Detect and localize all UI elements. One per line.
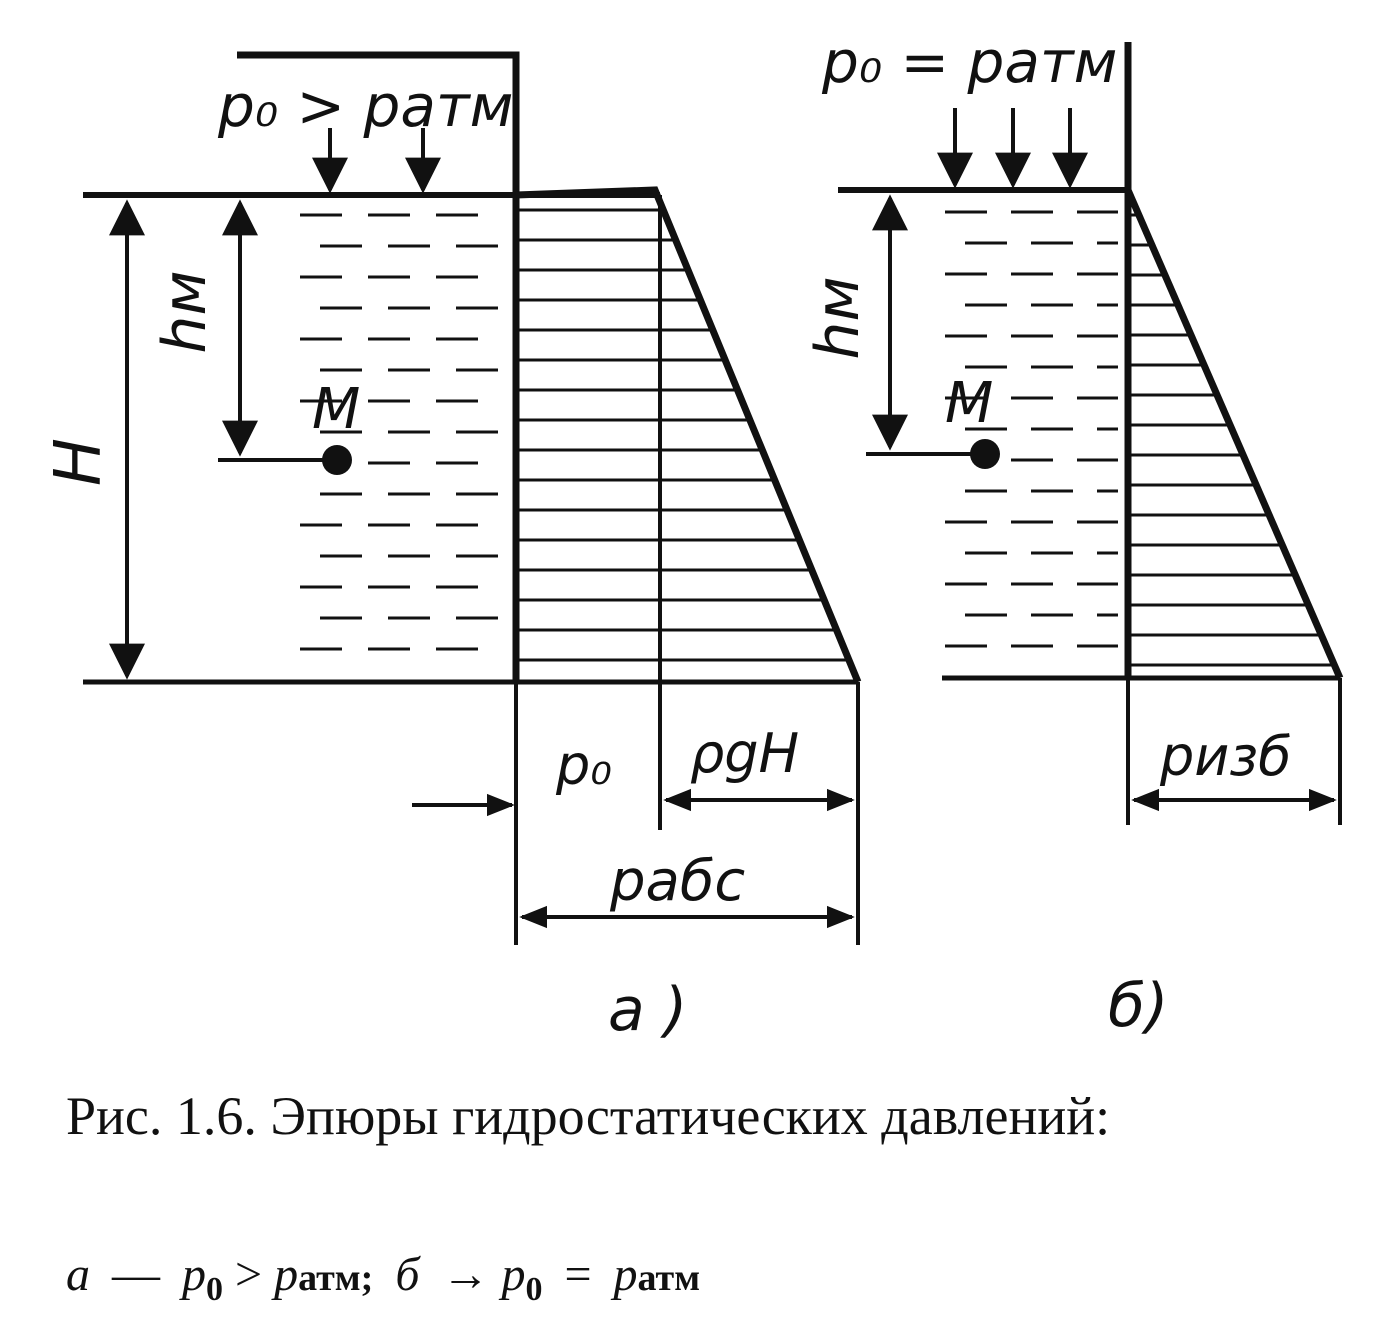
depth-label-a: hм: [150, 270, 220, 353]
liquid-dashes-a: [300, 213, 498, 651]
pressure-diagrams-figure: H hм M p₀ > pатм p₀ ρgH pабс а ): [42, 28, 1344, 1045]
point-m-label-a: M: [312, 377, 360, 442]
legend-b-patm-sub: атм: [637, 1257, 701, 1299]
legend-a-patm-sub: атм: [298, 1257, 361, 1299]
legend-b-patm-p: p: [613, 1248, 638, 1301]
legend-a-letter: а: [66, 1248, 90, 1301]
pressure-epure-hatching-a: [516, 208, 849, 662]
point-m-label-b: M: [945, 371, 993, 436]
figure-caption: Рис. 1.6. Эпюры гидростатических давлени…: [66, 1086, 1111, 1146]
pressure-epure-outline-a: [515, 186, 862, 684]
legend-b-sub: 0: [525, 1271, 543, 1308]
legend-b-p: p: [501, 1248, 526, 1301]
legend-dash: —: [112, 1248, 160, 1301]
pressure-epure-hatching-b: [1128, 213, 1335, 667]
diagram-a: H hм M p₀ > pатм p₀ ρgH pабс а ): [42, 51, 862, 1045]
legend-separator: ;: [360, 1257, 374, 1299]
legend-a-p: p: [182, 1248, 206, 1301]
legend-a-sub: 0: [206, 1271, 223, 1308]
legend-b-compare: =: [564, 1248, 592, 1301]
figure-legend: а — p0 > pатм; б → p0 = pатм: [66, 1240, 1356, 1325]
surface-pressure-arrows-b: [937, 108, 1088, 189]
panel-label-b: б): [1108, 971, 1168, 1041]
pressure-condition-label-a: p₀ > pатм: [217, 72, 513, 140]
legend-b-letter: б: [395, 1248, 420, 1301]
pressure-epure-outline-b: [1124, 188, 1344, 680]
pressure-condition-label-b: p₀ = pатм: [821, 28, 1117, 96]
depth-label-b: hм: [803, 276, 873, 359]
p0-label-a: p₀: [555, 734, 612, 797]
rhogh-label-a: ρgH: [690, 722, 799, 785]
gauge-pressure-label-b: pизб: [1159, 725, 1291, 788]
diagram-b: hм M p₀ = pатм pизб б): [803, 28, 1344, 1041]
legend-a-compare: >: [235, 1248, 263, 1301]
liquid-dashes-b: [945, 210, 1118, 648]
panel-label-a: а ): [608, 975, 687, 1045]
legend-arrow: →: [441, 1248, 490, 1301]
height-label-a: H: [42, 438, 116, 486]
legend-a-patm-p: p: [274, 1248, 299, 1301]
abs-pressure-label-a: pабс: [609, 849, 745, 914]
point-m-b: [970, 439, 1000, 469]
surface-pressure-arrows-a: [312, 128, 441, 194]
point-m-a: [322, 445, 352, 475]
vessel-wall-a: [237, 51, 520, 682]
